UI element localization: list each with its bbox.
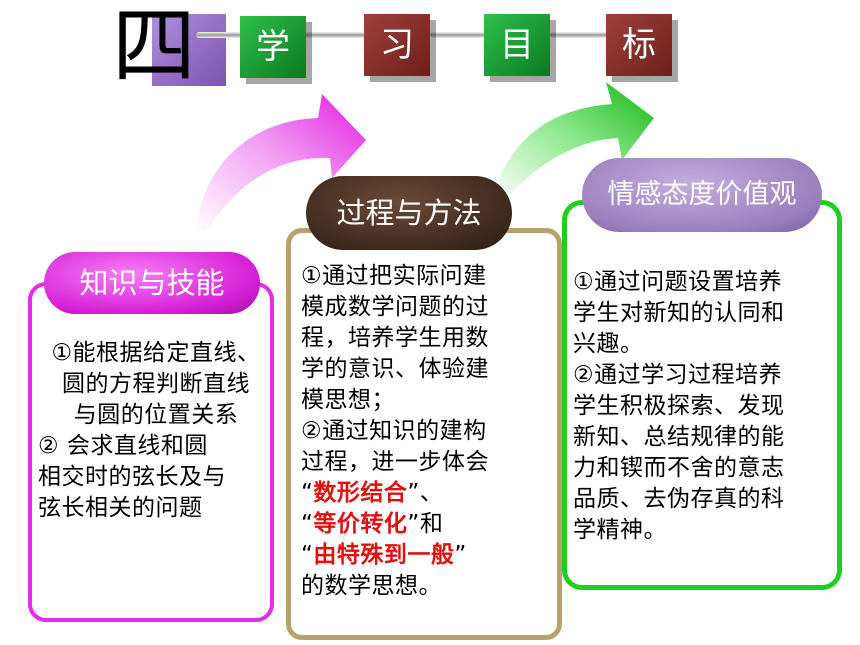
title-cube-1: 学 xyxy=(240,16,306,78)
content-line: 品质、去伪存真的科 xyxy=(573,486,785,512)
connector-rod xyxy=(430,32,485,38)
knowledge-title: 知识与技能 xyxy=(79,266,225,300)
emotion-title-pill: 情感态度价值观 xyxy=(582,158,822,232)
emotion-box: ①通过问题设置培养 学生对新知的认同和 兴趣。 ②通过学习过程培养 学生积极探索… xyxy=(562,200,842,590)
content-line: 过程，进一步体会 xyxy=(301,449,489,475)
content-line: 学生积极探索、发现 xyxy=(573,393,785,419)
connector-rod xyxy=(550,32,610,38)
quote-open: “ xyxy=(301,480,314,506)
process-title-pill: 过程与方法 xyxy=(306,176,512,250)
content-line: ①能根据给定直线、 xyxy=(51,340,261,366)
arrow-knowledge-to-process xyxy=(196,94,366,232)
quote-close: ” xyxy=(407,480,420,506)
emotion-title: 情感态度价值观 xyxy=(607,179,797,210)
content-line: 新知、总结规律的能 xyxy=(573,424,785,450)
content-line: 学生对新知的认同和 xyxy=(573,300,785,326)
knowledge-content: ①能根据给定直线、 圆的方程判断直线 与圆的位置关系 ② 会求直线和圆 相交时的… xyxy=(34,338,278,524)
content-line: 弦长相关的问题 xyxy=(38,495,203,521)
process-content: ①通过把实际问建 模成数学问题的过 程，培养学生用数 学的意识、体验建 模思想；… xyxy=(301,261,561,602)
knowledge-title-pill: 知识与技能 xyxy=(44,252,260,314)
header-bar: 四 学 习 目 标 xyxy=(0,0,860,100)
content-line: ②通过学习过程培养 xyxy=(573,362,783,388)
content-line: 的数学思想。 xyxy=(301,573,442,599)
process-box: ①通过把实际问建 模成数学问题的过 程，培养学生用数 学的意识、体验建 模思想；… xyxy=(286,228,562,640)
content-line: “由特殊到一般” xyxy=(301,540,561,571)
content-line: 模思想； xyxy=(301,387,395,413)
content-line: 程，培养学生用数 xyxy=(301,325,489,351)
punct: 、 xyxy=(419,480,444,506)
quote-close: ” xyxy=(407,511,420,537)
arrow-process-to-emotion xyxy=(495,82,654,200)
title-cube-3: 目 xyxy=(484,14,550,76)
content-line: 与圆的位置关系 xyxy=(73,402,239,428)
content-line: ①通过把实际问建 xyxy=(301,263,487,289)
quote-open: “ xyxy=(301,542,314,568)
term-equivalence: 等价转化 xyxy=(313,511,408,537)
emotion-content: ①通过问题设置培养 学生对新知的认同和 兴趣。 ②通过学习过程培养 学生积极探索… xyxy=(573,267,843,546)
content-line: 圆的方程判断直线 xyxy=(62,371,250,397)
content-line: ② 会求直线和圆 xyxy=(38,433,208,459)
number-block xyxy=(152,14,226,86)
section-number: 四 xyxy=(112,0,197,95)
connector-rod xyxy=(196,32,246,38)
content-line: “等价转化”和 xyxy=(301,509,561,540)
term-special-to-general: 由特殊到一般 xyxy=(313,542,455,568)
conjunction: 和 xyxy=(419,511,444,537)
content-line: 学的意识、体验建 xyxy=(301,356,489,382)
content-line: 兴趣。 xyxy=(573,331,644,357)
quote-open: “ xyxy=(301,511,314,537)
connector-rod xyxy=(305,32,367,38)
content-line: 模成数学问题的过 xyxy=(301,294,489,320)
title-cube-2: 习 xyxy=(364,14,430,76)
process-title: 过程与方法 xyxy=(336,196,482,230)
content-line: 学精神。 xyxy=(573,517,667,543)
term-shape-number: 数形结合 xyxy=(313,480,408,506)
content-line: “数形结合”、 xyxy=(301,478,561,509)
content-line: ②通过知识的建构 xyxy=(301,418,487,444)
quote-close: ” xyxy=(454,542,467,568)
content-line: ①通过问题设置培养 xyxy=(573,269,783,295)
content-line: 力和锲而不舍的意志 xyxy=(573,455,785,481)
title-cube-4: 标 xyxy=(606,14,672,76)
knowledge-box: ①能根据给定直线、 圆的方程判断直线 与圆的位置关系 ② 会求直线和圆 相交时的… xyxy=(28,282,274,622)
content-line: 相交时的弦长及与 xyxy=(38,464,226,490)
